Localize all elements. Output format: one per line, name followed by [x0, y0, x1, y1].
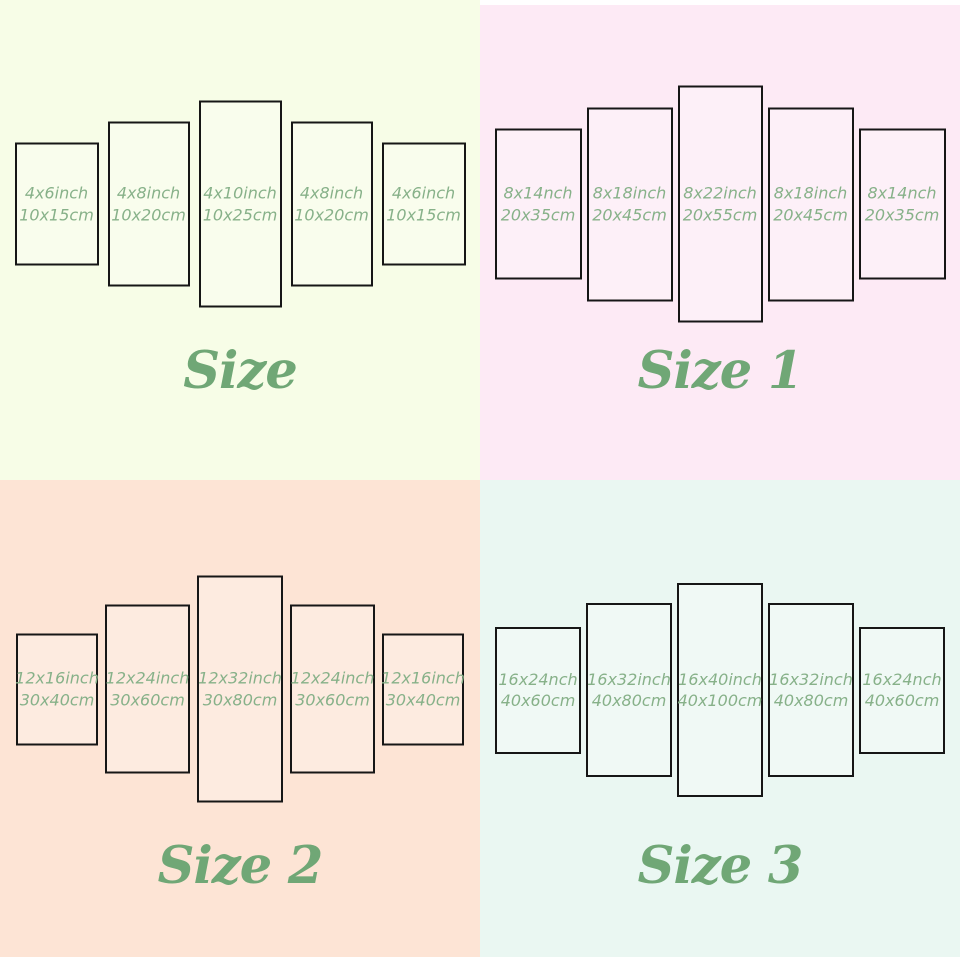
- panel: 8x14nch 20x35cm: [494, 128, 582, 280]
- panel-size-cm: 30x40cm: [19, 690, 95, 709]
- panel-size-inch: 8x18inch: [773, 183, 848, 203]
- panel-size-cm: 30x60cm: [110, 690, 185, 709]
- panel-size-cm: 20x35cm: [500, 205, 576, 224]
- panel: 12x24inch 30x60cm: [290, 604, 375, 774]
- white-bottom-strip: [0, 957, 960, 960]
- panel: 12x24inch 30x60cm: [105, 604, 190, 774]
- panel-size-cm: 30x40cm: [385, 690, 461, 709]
- panel-size-inch: 12x24inch: [105, 668, 190, 688]
- panel-size-cm: 40x80cm: [591, 691, 667, 710]
- panel: 16x32inch 40x80cm: [586, 603, 672, 777]
- panel-size-inch: 4x6inch: [24, 183, 89, 203]
- panel-size-inch: 8x14nch: [503, 183, 573, 203]
- panel-size-inch: 4x6inch: [391, 183, 456, 203]
- panel-size-cm: 30x60cm: [295, 690, 370, 709]
- panel-size-cm: 40x60cm: [864, 691, 940, 710]
- quadrant-title: Size 1: [637, 341, 804, 401]
- panel: 12x16inch 30x40cm: [15, 633, 99, 745]
- panel: 4x6inch 10x15cm: [381, 142, 466, 266]
- panel-size-inch: 4x10inch: [203, 183, 277, 203]
- panel-size-inch: 16x40inch: [678, 669, 762, 689]
- panel: 8x18inch 20x45cm: [767, 107, 854, 301]
- panel-size-cm: 40x60cm: [500, 691, 576, 710]
- quadrant-title: Size 2: [157, 836, 324, 896]
- panel-size-cm: 20x45cm: [592, 205, 667, 224]
- panel-size-inch: 12x16inch: [15, 668, 99, 688]
- panel: 4x8inch 10x20cm: [290, 121, 373, 287]
- quadrant-size-3: 16x24nch 40x60cm 16x32inch 40x80cm 16x40…: [480, 480, 960, 960]
- panel-size-inch: 16x32inch: [769, 669, 853, 689]
- panel-size-cm: 20x45cm: [773, 205, 848, 224]
- panel: 16x40inch 40x100cm: [677, 583, 763, 797]
- panel: 4x8inch 10x20cm: [107, 121, 190, 287]
- panel-size-inch: 16x32inch: [587, 669, 671, 689]
- panel-size-inch: 8x14nch: [867, 183, 937, 203]
- panel: 16x24nch 40x60cm: [495, 626, 581, 754]
- panel-size-cm: 10x15cm: [19, 205, 94, 224]
- white-top-strip: [480, 0, 960, 5]
- panel-size-inch: 8x22inch: [683, 183, 757, 203]
- panel-size-cm: 10x20cm: [294, 205, 369, 224]
- panel-size-cm: 30x80cm: [202, 690, 278, 709]
- quadrant-title: Size: [183, 341, 298, 401]
- panel-size-cm: 40x80cm: [773, 691, 849, 710]
- panel: 12x32inch 30x80cm: [197, 575, 283, 803]
- panel-size-cm: 20x35cm: [864, 205, 940, 224]
- quadrant-size-2: 12x16inch 30x40cm 12x24inch 30x60cm 12x3…: [0, 480, 480, 960]
- quadrant-size: 4x6inch 10x15cm 4x8inch 10x20cm 4x10inch…: [0, 0, 480, 480]
- panel-size-inch: 12x24inch: [290, 668, 375, 688]
- panel: 12x16inch 30x40cm: [381, 633, 465, 745]
- panel-size-inch: 16x24nch: [498, 669, 578, 689]
- panel-size-cm: 20x55cm: [682, 205, 758, 224]
- panel: 8x14nch 20x35cm: [858, 128, 946, 280]
- panel-size-cm: 10x15cm: [386, 205, 461, 224]
- panel: 8x18inch 20x45cm: [586, 107, 673, 301]
- panel-row: 16x24nch 40x60cm 16x32inch 40x80cm 16x40…: [480, 583, 960, 797]
- panel-size-inch: 8x18inch: [592, 183, 667, 203]
- panel: 4x6inch 10x15cm: [14, 142, 99, 266]
- panel-size-inch: 4x8inch: [116, 183, 181, 203]
- panel-size-cm: 40x100cm: [677, 691, 763, 710]
- panel-size-inch: 16x24nch: [862, 669, 942, 689]
- quadrant-title: Size 3: [637, 836, 804, 896]
- panel: 16x24nch 40x60cm: [859, 626, 945, 754]
- panel-size-cm: 10x25cm: [202, 205, 278, 224]
- panel-size-inch: 12x32inch: [198, 668, 282, 688]
- panel: 4x10inch 10x25cm: [198, 100, 282, 308]
- panel-size-inch: 12x16inch: [381, 668, 465, 688]
- panel: 16x32inch 40x80cm: [768, 603, 854, 777]
- quadrant-size-1: 8x14nch 20x35cm 8x18inch 20x45cm 8x22inc…: [480, 0, 960, 480]
- panel-row: 8x14nch 20x35cm 8x18inch 20x45cm 8x22inc…: [480, 85, 960, 323]
- panel: 8x22inch 20x55cm: [677, 85, 763, 323]
- panel-row: 12x16inch 30x40cm 12x24inch 30x60cm 12x3…: [0, 575, 480, 803]
- panel-size-inch: 4x8inch: [299, 183, 364, 203]
- panel-row: 4x6inch 10x15cm 4x8inch 10x20cm 4x10inch…: [0, 100, 480, 308]
- panel-size-cm: 10x20cm: [111, 205, 186, 224]
